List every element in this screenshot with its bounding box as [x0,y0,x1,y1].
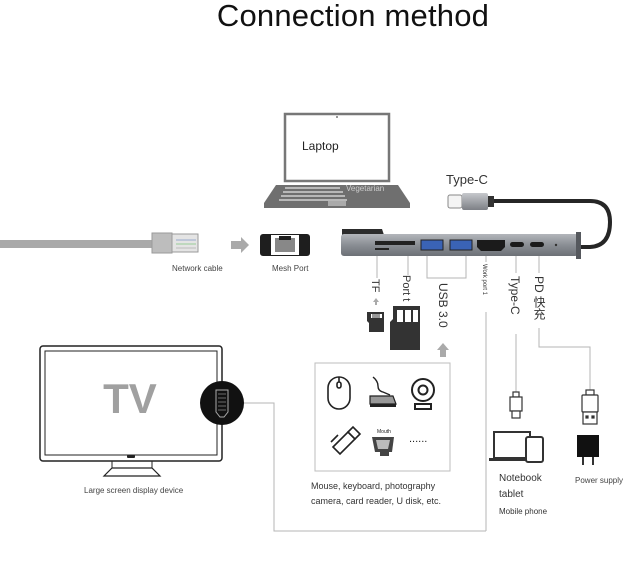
arrow-right-icon [231,237,249,253]
tv-screen-text: TV [103,375,157,422]
card-reader-icon [372,437,394,456]
usb-port-2 [449,239,473,251]
arrow-up-small-icon [373,298,379,305]
laptop-label: Laptop [302,139,339,153]
type-c-input-label: Type-C [446,172,488,187]
port-label-typec: Type-C [508,276,522,315]
page-title: Connection method [216,0,490,33]
sd-slot [375,241,415,245]
arrow-up-icon [437,343,449,357]
card-reader-tag: Mouth [377,429,391,435]
tf-slot [375,248,389,250]
mobile-phone-label: Mobile phone [499,507,548,516]
port-label-tf: TF [369,279,381,293]
mesh-port-label: Mesh Port [272,264,309,273]
notebook-tablet-icon [489,431,544,463]
keyboard-icon [369,376,397,407]
tv-icon [39,345,223,477]
tv-caption: Large screen display device [84,486,184,495]
ethernet-port-icon [260,234,310,256]
port-label-pd: PD 快充 [532,276,546,321]
network-cable-icon [0,232,199,254]
laptop-watermark: Vegetarian [346,184,385,193]
tablet-label: tablet [499,489,524,500]
usb-drive-icon [330,425,362,456]
usb-a-plug-icon [581,389,599,425]
power-supply-label: Power supply [575,476,624,485]
port-label-usb: USB 3.0 [436,283,450,328]
type-c-port [510,242,524,247]
sd-card-icon [390,306,420,350]
notebook-label: Notebook [499,473,542,484]
port-label-sd: Port t [400,275,412,302]
pd-port [530,242,544,247]
hdmi-port [477,240,505,251]
usb-hub-icon [341,229,581,259]
type-c-plug-icon [447,193,613,249]
usb-port-1 [420,239,444,251]
port-label-hdmi: Work port 1 [481,264,487,295]
mouse-icon [327,376,351,410]
micro-sd-card-icon [367,312,384,332]
hdmi-port-badge-icon [200,381,244,425]
power-adapter-icon [577,435,599,465]
peripherals-caption-line2: camera, card reader, U disk, etc. [311,496,442,506]
webcam-icon [411,378,435,410]
leader-lines [244,256,591,532]
more-icon: ...... [409,433,427,445]
type-c-cable-end-icon [509,391,523,419]
network-cable-label: Network cable [172,264,223,273]
peripherals-caption-line1: Mouse, keyboard, photography [311,481,436,491]
laptop-icon [264,112,410,208]
